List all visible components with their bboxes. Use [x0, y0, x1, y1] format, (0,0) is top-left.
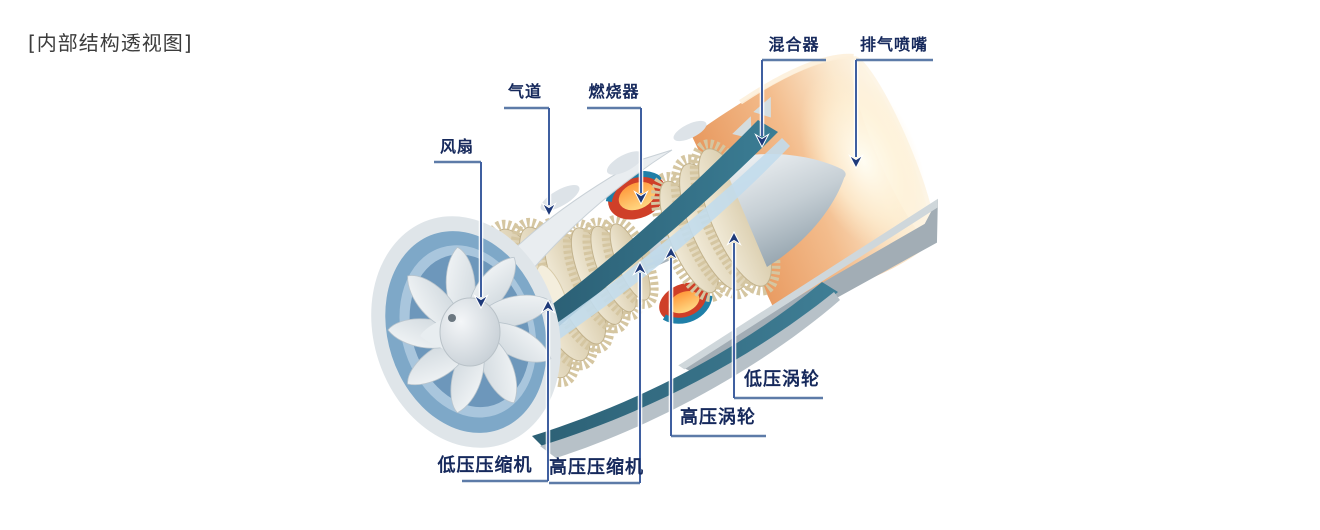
arrow-down-icon	[542, 203, 556, 217]
arrow-down-icon	[755, 134, 769, 148]
arrow-down-icon	[634, 191, 648, 205]
engine-bypass-duct-band	[488, 120, 778, 368]
engine-duct-rim-highlight	[739, 53, 854, 105]
label-fan: 风扇	[439, 137, 474, 156]
leader-line-fan	[434, 160, 488, 309]
arrow-up-icon	[664, 246, 678, 260]
leader-line-mixer	[755, 58, 826, 148]
leader-line-air-duct	[504, 106, 556, 217]
label-lp-turbine: 低压涡轮	[744, 369, 820, 390]
label-combustor: 燃烧器	[588, 82, 640, 101]
engine-exhaust-glow	[799, 68, 927, 254]
label-hp-compressor: 高压压缩机	[549, 457, 644, 478]
label-mixer: 混合器	[768, 35, 820, 54]
label-hp-turbine: 高压涡轮	[680, 407, 756, 428]
engine-bottom-casing-edge	[540, 292, 840, 458]
page-title: [内部结构透视图]	[28, 31, 193, 55]
arrow-up-icon	[727, 231, 741, 245]
label-air-duct: 气道	[507, 82, 542, 101]
label-exhaust-nozzle: 排气喷嘴	[859, 35, 928, 54]
engine-nozzle-flange-edge	[678, 198, 938, 370]
leader-line-lp-turbine	[727, 231, 823, 400]
arrow-down-icon	[474, 295, 488, 309]
engine-bypass-duct-lining	[500, 138, 790, 372]
leader-line-combustor	[587, 106, 648, 205]
leader-line-lp-compressor	[462, 299, 555, 483]
arrow-up-icon	[541, 299, 555, 313]
label-lp-compressor: 低压压缩机	[437, 455, 533, 476]
leader-line-exhaust-nozzle	[849, 58, 933, 169]
engine-fan-spinner	[420, 297, 501, 367]
leader-line-hp-turbine	[664, 246, 766, 438]
arrow-up-icon	[633, 261, 647, 275]
engine-bottom-casing	[532, 282, 838, 452]
arrow-down-icon	[849, 155, 863, 169]
leader-line-hp-compressor	[549, 261, 647, 485]
